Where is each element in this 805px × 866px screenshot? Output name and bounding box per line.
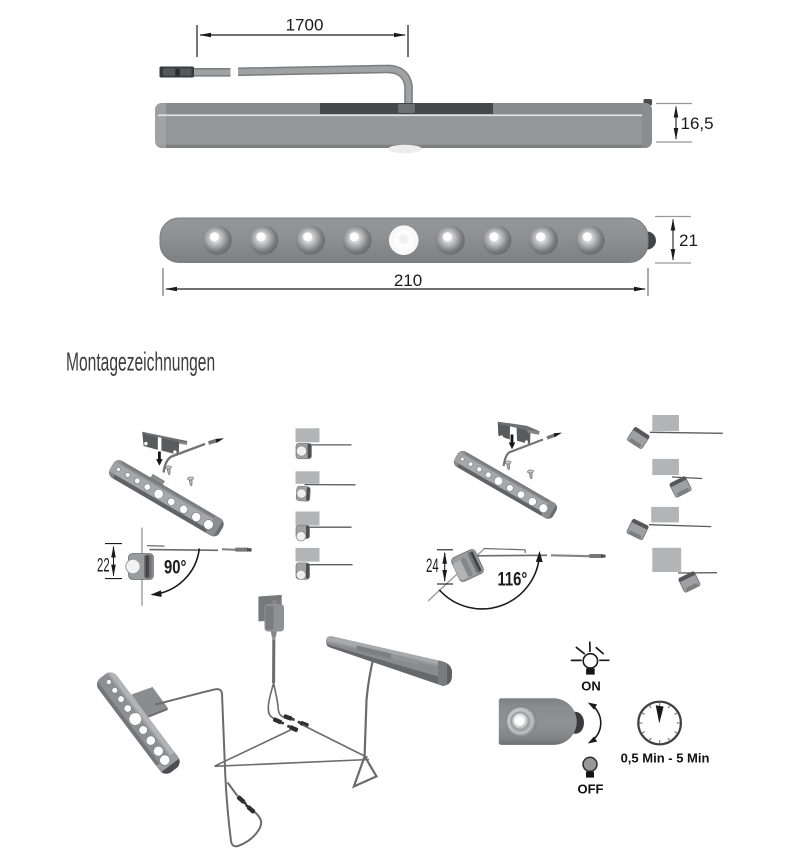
svg-text:24: 24	[426, 556, 439, 577]
svg-text:Montagezeichnungen: Montagezeichnungen	[66, 347, 215, 376]
svg-text:210: 210	[394, 271, 422, 290]
svg-text:116°: 116°	[497, 569, 527, 590]
svg-text:16,5: 16,5	[681, 114, 714, 133]
svg-text:90°: 90°	[164, 557, 187, 578]
svg-text:21: 21	[679, 231, 698, 250]
svg-text:1700: 1700	[286, 16, 324, 35]
svg-text:ON: ON	[581, 679, 601, 694]
svg-text:0,5 Min - 5 Min: 0,5 Min - 5 Min	[621, 751, 710, 766]
svg-text:OFF: OFF	[578, 782, 604, 797]
svg-text:22: 22	[97, 556, 110, 577]
